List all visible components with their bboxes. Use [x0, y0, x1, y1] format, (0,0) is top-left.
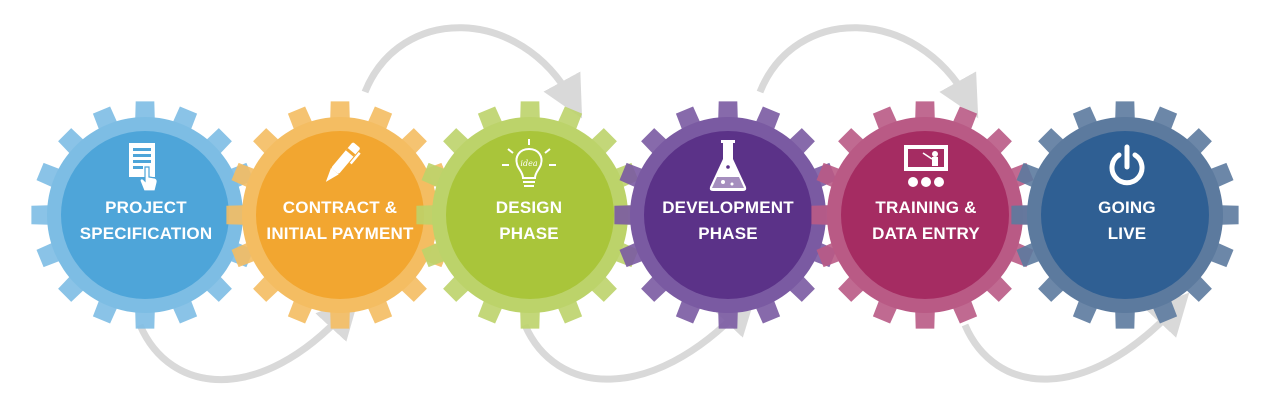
gear-face [1041, 131, 1209, 299]
step-title-line1: DEVELOPMENT [662, 198, 794, 217]
document-touch-icon [129, 143, 158, 192]
flow-arrow-1 [136, 296, 360, 384]
step-label-going-live: GOING LIVE [1037, 195, 1217, 247]
gear-development-phase [614, 101, 842, 329]
step-label-development-phase: DEVELOPMENT PHASE [638, 195, 818, 247]
flow-arrow-4 [756, 24, 979, 119]
gear-face [841, 131, 1009, 299]
idea-icon-text: idea [520, 159, 537, 168]
step-title-line1: DESIGN [495, 198, 563, 217]
step-title-line2: LIVE [1107, 224, 1147, 243]
flow-arrow-5 [961, 292, 1190, 383]
lightbulb-idea-icon: idea [502, 139, 556, 187]
step-title-line2: INITIAL PAYMENT [266, 224, 414, 243]
gear-project-specification [31, 101, 259, 329]
step-title-line1: GOING [1098, 198, 1156, 217]
gear-face [61, 131, 229, 299]
presentation-board-icon [904, 145, 948, 187]
gear-going-live [1011, 101, 1239, 329]
flow-arrow-3 [521, 292, 757, 383]
step-title-line1: CONTRACT & [282, 198, 398, 217]
gear-face [644, 131, 812, 299]
step-label-training-data-entry: TRAINING & DATA ENTRY [836, 195, 1016, 247]
step-title-line1: TRAINING & [875, 198, 977, 217]
pen-icon [325, 142, 361, 182]
step-label-contract-initial-payment: CONTRACT & INITIAL PAYMENT [250, 195, 430, 247]
power-icon [1109, 144, 1145, 186]
step-title-line1: PROJECT [105, 198, 187, 217]
gear-face [256, 131, 424, 299]
step-title-line2: DATA ENTRY [872, 224, 980, 243]
gear-design-phase [416, 101, 644, 329]
gear-contract-initial-payment [226, 101, 454, 329]
step-label-design-phase: DESIGN PHASE [439, 195, 619, 247]
step-title-line2: PHASE [698, 224, 758, 243]
step-title-line2: PHASE [499, 224, 559, 243]
gear-training-data-entry [811, 101, 1039, 329]
gear-face [446, 131, 614, 299]
flow-arrow-2 [361, 24, 583, 119]
flask-icon [709, 140, 747, 191]
step-label-project-specification: PROJECT SPECIFICATION [56, 195, 236, 247]
step-title-line2: SPECIFICATION [79, 224, 213, 243]
